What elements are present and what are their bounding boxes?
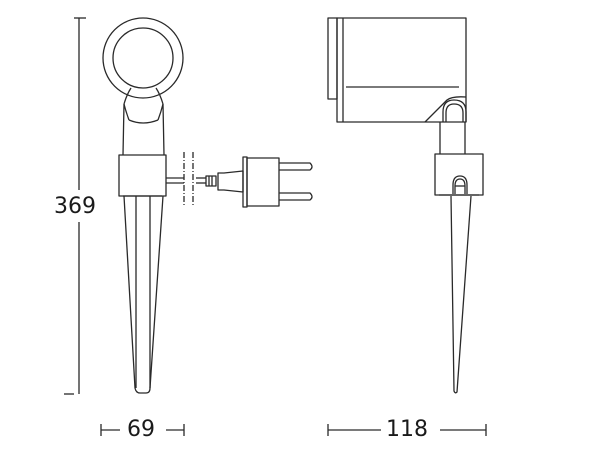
lamp-head-lens	[112, 27, 174, 89]
side-collar	[434, 153, 484, 196]
side-spike	[450, 195, 472, 394]
height-dimension-label: 369	[54, 194, 96, 219]
side-width-dimension-line	[327, 424, 487, 436]
front-spike	[123, 195, 164, 394]
height-dimension-line	[64, 17, 86, 395]
lamp-head-outer-ring	[102, 17, 184, 99]
plug-body	[246, 157, 280, 207]
side-width-dimension-label: 118	[386, 417, 428, 442]
lamp-housing	[336, 17, 467, 123]
front-width-dimension-line	[100, 424, 185, 436]
front-view	[102, 17, 313, 394]
front-collar	[118, 154, 167, 197]
side-view	[327, 17, 484, 394]
front-width-dimension-label: 69	[127, 417, 155, 442]
